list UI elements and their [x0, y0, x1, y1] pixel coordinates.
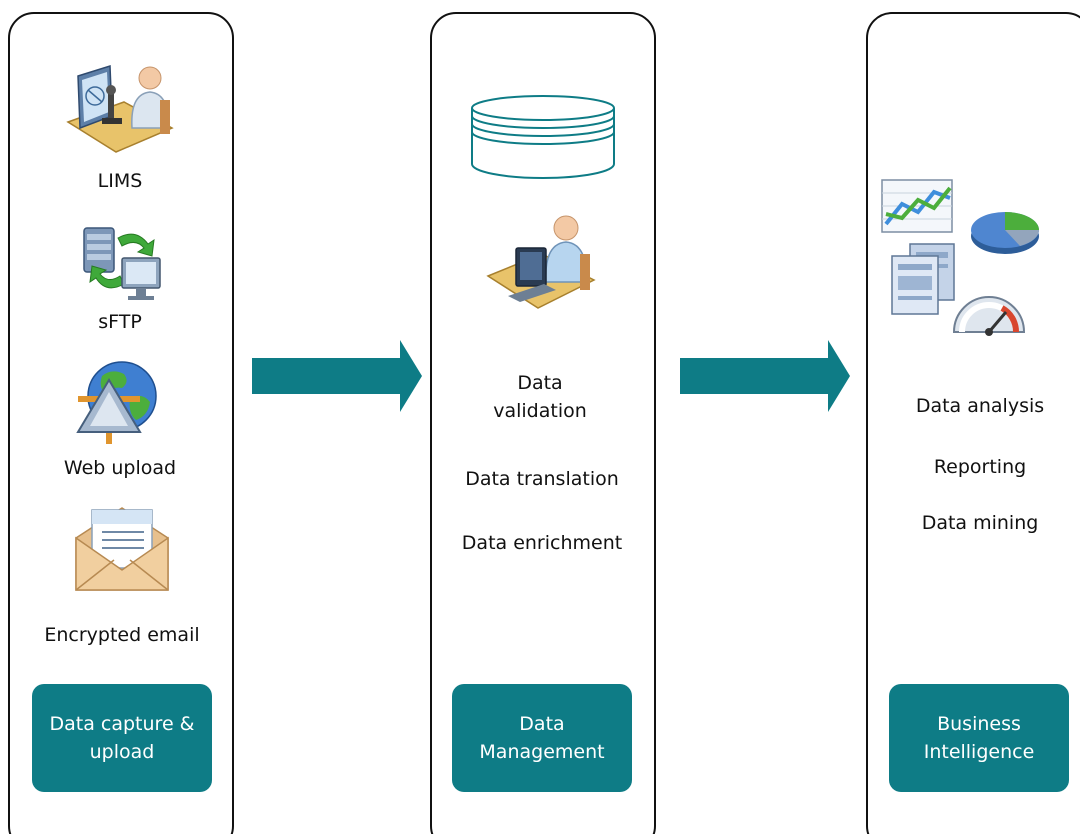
management-item-label: Data enrichment	[461, 532, 623, 554]
documents-icon	[891, 243, 955, 315]
capture-item-label: LIMS	[97, 170, 143, 192]
bi-item-label: Data analysis	[915, 395, 1045, 417]
lab-workstation-icon	[66, 64, 174, 153]
flow-arrow	[252, 340, 422, 412]
flow-arrow	[680, 340, 850, 412]
business-intelligence-stage-box: Business Intelligence	[889, 684, 1069, 792]
envelope-icon	[75, 507, 169, 591]
database-icon	[471, 95, 615, 179]
data-capture-stage-box: Data capture & upload	[32, 684, 212, 792]
globe-upload-icon	[76, 361, 157, 444]
capture-item-label: sFTP	[98, 311, 142, 333]
bi-item-label: Reporting	[933, 456, 1027, 478]
management-item-label: Data validation	[493, 372, 587, 422]
capture-item-label: Encrypted email	[44, 624, 200, 646]
bi-item-label: Data mining	[921, 512, 1039, 534]
pie-chart-icon	[971, 212, 1039, 254]
operator-workstation-icon	[486, 215, 596, 309]
line-chart-icon	[881, 179, 953, 233]
server-transfer-icon	[83, 227, 161, 300]
data-management-stage-box: Data Management	[452, 684, 632, 792]
capture-item-label: Web upload	[63, 457, 177, 479]
gauge-icon	[952, 296, 1026, 336]
management-item-label: Data translation	[465, 468, 619, 490]
